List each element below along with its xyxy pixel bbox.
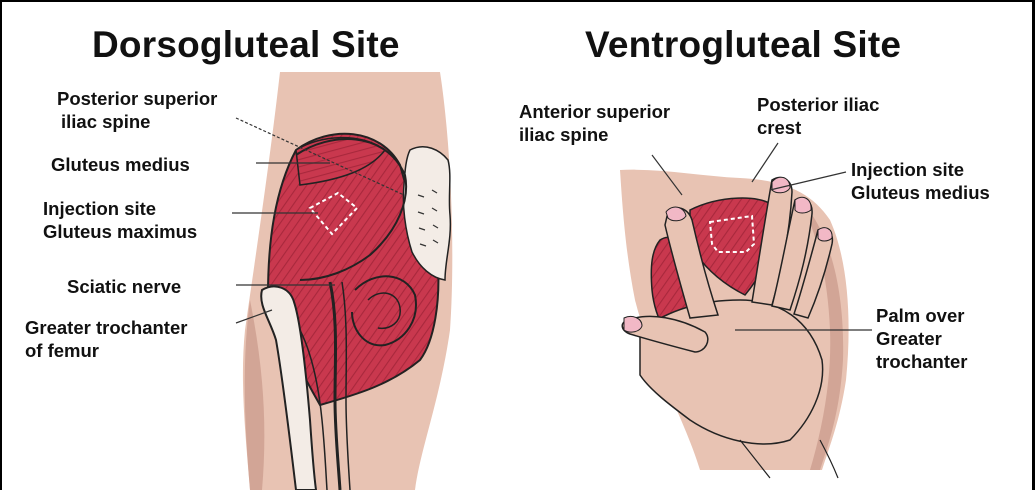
little-nail xyxy=(818,228,832,241)
label-posterior-superior-iliac-spine: Posterior superior iliac spine xyxy=(57,87,217,133)
label-sciatic-nerve: Sciatic nerve xyxy=(67,275,181,298)
label-injection-site-gluteus-medius: Injection site Gluteus medius xyxy=(851,158,990,204)
label-injection-site-gluteus-maximus: Injection site Gluteus maximus xyxy=(43,197,197,243)
dorsogluteal-title: Dorsogluteal Site xyxy=(92,24,400,66)
label-anterior-superior-iliac-spine: Anterior superior iliac spine xyxy=(519,100,670,146)
label-gluteus-medius: Gluteus medius xyxy=(51,153,190,176)
label-greater-trochanter-of-femur: Greater trochanter of femur xyxy=(25,316,187,362)
ventrogluteal-figure xyxy=(620,143,872,478)
middle-nail xyxy=(772,177,790,193)
ventrogluteal-title: Ventrogluteal Site xyxy=(585,24,901,66)
label-posterior-iliac-crest: Posterior iliac crest xyxy=(757,93,879,139)
label-palm-over-greater-trochanter: Palm over Greater trochanter xyxy=(876,304,968,373)
dorsogluteal-figure xyxy=(232,72,452,490)
